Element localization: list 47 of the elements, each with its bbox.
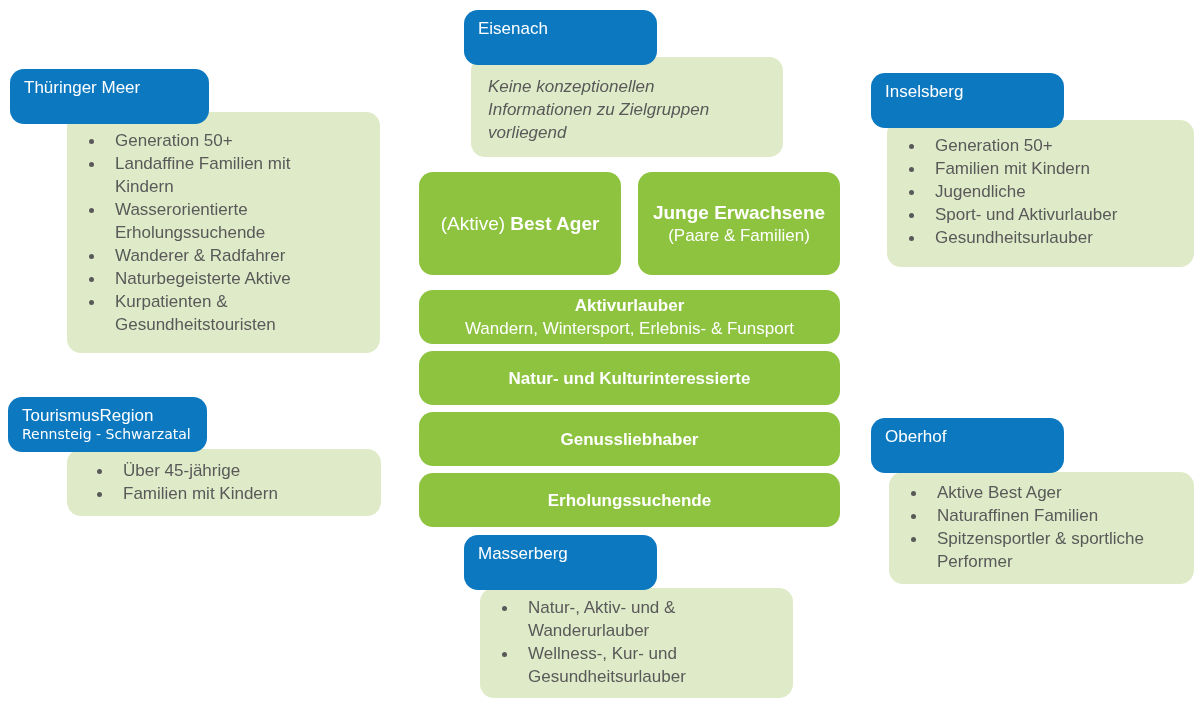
info-panel [67,449,381,516]
bullet-item: Naturbegeisterte Aktive [115,269,291,288]
bullet-item: Familien mit Kindern [123,484,278,503]
bullet-item: Über 45-jährige [123,461,241,480]
bullet-item: Spitzensportler & sportliche Performer [937,529,1144,571]
info-panel [67,112,380,353]
group-title: Erholungssuchende [547,489,712,512]
target-group-box [419,172,621,275]
target-group-box [419,473,840,527]
region-tab: Inselsberg [871,73,1064,128]
bullet-item: Kurpatienten & Gesundheitstouristen [115,292,276,334]
bullet-item: Wasserorientierte Erholungssuchende [115,200,266,242]
region-tab: Eisenach [464,10,657,65]
group-title: (Aktive) Best Ager [440,212,600,235]
group-title: Junge Erwachsene [652,200,826,224]
bullet-item: Generation 50+ [935,136,1053,155]
region-tab: Thüringer Meer [10,69,209,124]
bullet-item: Gesundheitsurlauber [935,228,1093,247]
group-title: Genussliebhaber [560,428,699,451]
bullet-item: Familien mit Kindern [935,159,1090,178]
bullet-item: Wellness-, Kur- und Gesundheitsurlauber [528,644,686,686]
bullet-item: Wanderer & Radfahrer [115,246,286,265]
bullet-item: Landaffine Familien mit Kindern [115,154,291,196]
bullet-item: Aktive Best Ager [937,483,1062,502]
bullet-item: Generation 50+ [115,131,233,150]
bullet-item: Natur-, Aktiv- und & Wanderurlauber [528,598,676,640]
subtitle-text: (Paare & Familien) [668,224,810,247]
target-group-box [419,290,840,344]
bullet-item: Sport- und Aktivurlauber [935,205,1118,224]
group-title: Aktivurlauber [574,295,685,317]
bullet-item: Jugendliche [935,182,1026,201]
target-group-box [638,172,840,275]
info-panel [887,120,1194,267]
bullet-item: Naturaffinen Familien [937,506,1099,525]
info-panel [889,472,1194,584]
tab-subtitle: Rennsteig - Schwarzatal [22,426,192,442]
tab-title: TourismusRegion [22,406,155,426]
group-title: Natur- und Kulturinteressierte [508,367,751,390]
region-tab [8,397,207,452]
target-group-box [419,351,840,405]
note-text: Keine konzeptionellen Informationen zu Zielgruppen vorliegend [488,76,711,144]
info-panel [471,57,783,157]
info-panel [480,588,793,698]
region-tab: Oberhof [871,418,1064,473]
region-tab: Masserberg [464,535,657,590]
target-group-box [419,412,840,466]
subtitle-text: Wandern, Wintersport, Erlebnis- & Funsport [464,318,795,340]
